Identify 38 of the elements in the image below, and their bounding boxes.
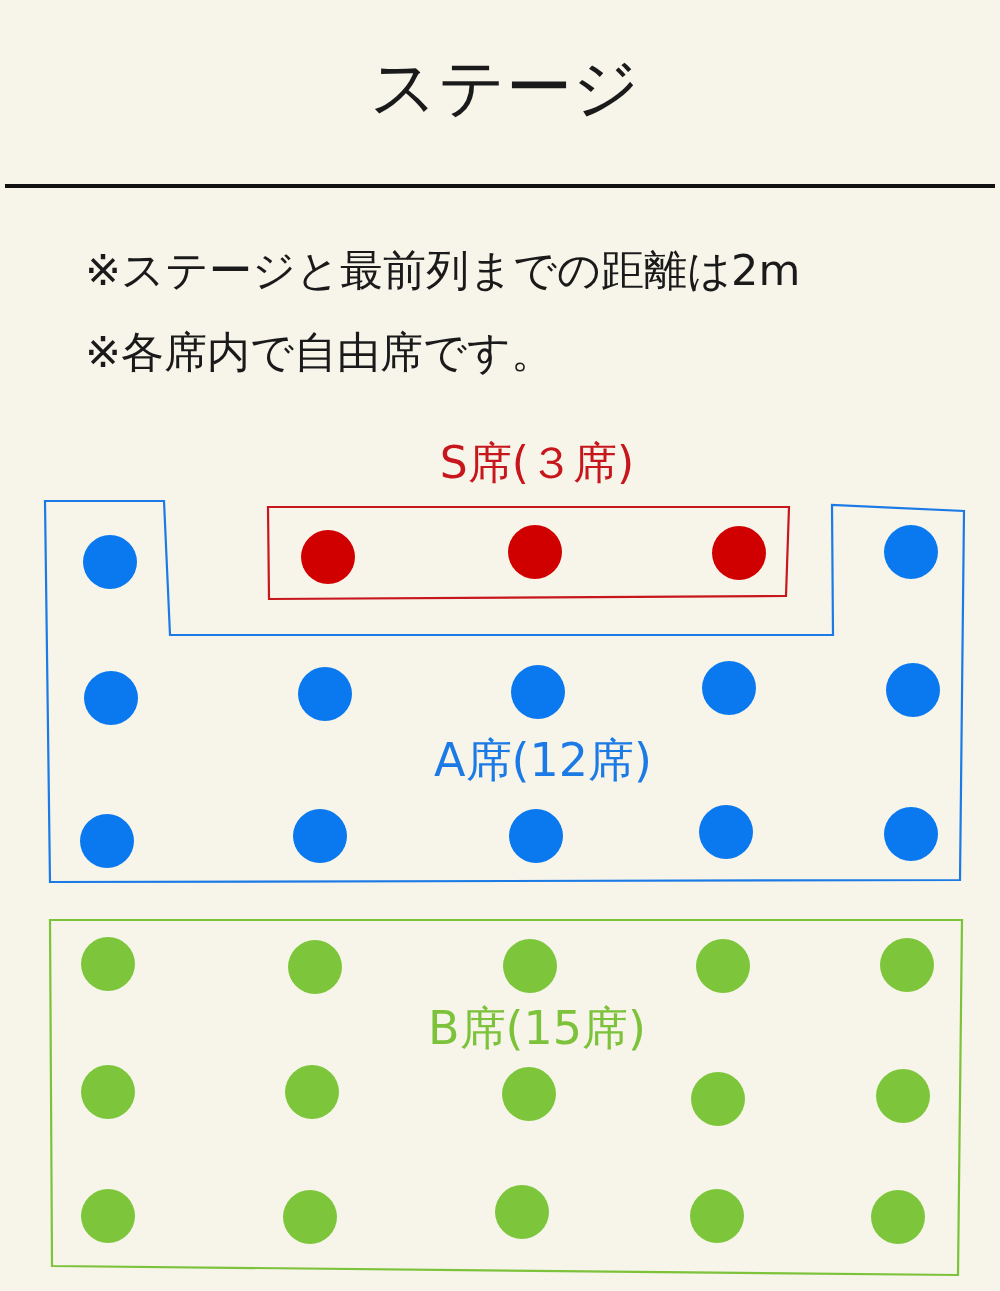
seat-dot xyxy=(884,525,938,579)
seat-dot xyxy=(285,1065,339,1119)
seat-dot xyxy=(691,1072,745,1126)
seat-dot xyxy=(508,525,562,579)
seat-dot xyxy=(83,535,137,589)
note-text: ※各席内で自由席です。 xyxy=(85,328,555,378)
seat-dot xyxy=(509,809,563,863)
seating-area xyxy=(48,918,964,1277)
seat-dot xyxy=(712,526,766,580)
seat-dot xyxy=(696,939,750,993)
section-label: A席(12席) xyxy=(434,734,652,787)
seat-dot xyxy=(886,663,940,717)
seat-dot xyxy=(81,1189,135,1243)
seat-dot xyxy=(301,530,355,584)
seat-dot xyxy=(884,807,938,861)
seat-dot xyxy=(502,1067,556,1121)
stage-label: ステージ xyxy=(370,50,640,126)
seat-dot xyxy=(84,671,138,725)
seat-dot xyxy=(690,1189,744,1243)
seat-dot xyxy=(871,1190,925,1244)
section-label: B席(15席) xyxy=(428,1002,646,1055)
seat-dot xyxy=(80,814,134,868)
seat-dot xyxy=(495,1185,549,1239)
seat-dot xyxy=(699,805,753,859)
note-text: ※ステージと最前列までの距離は2m xyxy=(85,246,801,296)
seat-dot xyxy=(283,1190,337,1244)
seat-dot xyxy=(511,665,565,719)
seating-area xyxy=(43,499,966,884)
seat-dot xyxy=(81,937,135,991)
seat-dot xyxy=(880,938,934,992)
seat-dot xyxy=(288,940,342,994)
seat-dot xyxy=(81,1065,135,1119)
seat-dot xyxy=(298,667,352,721)
seat-dot xyxy=(876,1069,930,1123)
seat-dot xyxy=(503,939,557,993)
seat-dot xyxy=(293,809,347,863)
section-label: S席(３席) xyxy=(439,438,635,489)
seat-dot xyxy=(702,661,756,715)
